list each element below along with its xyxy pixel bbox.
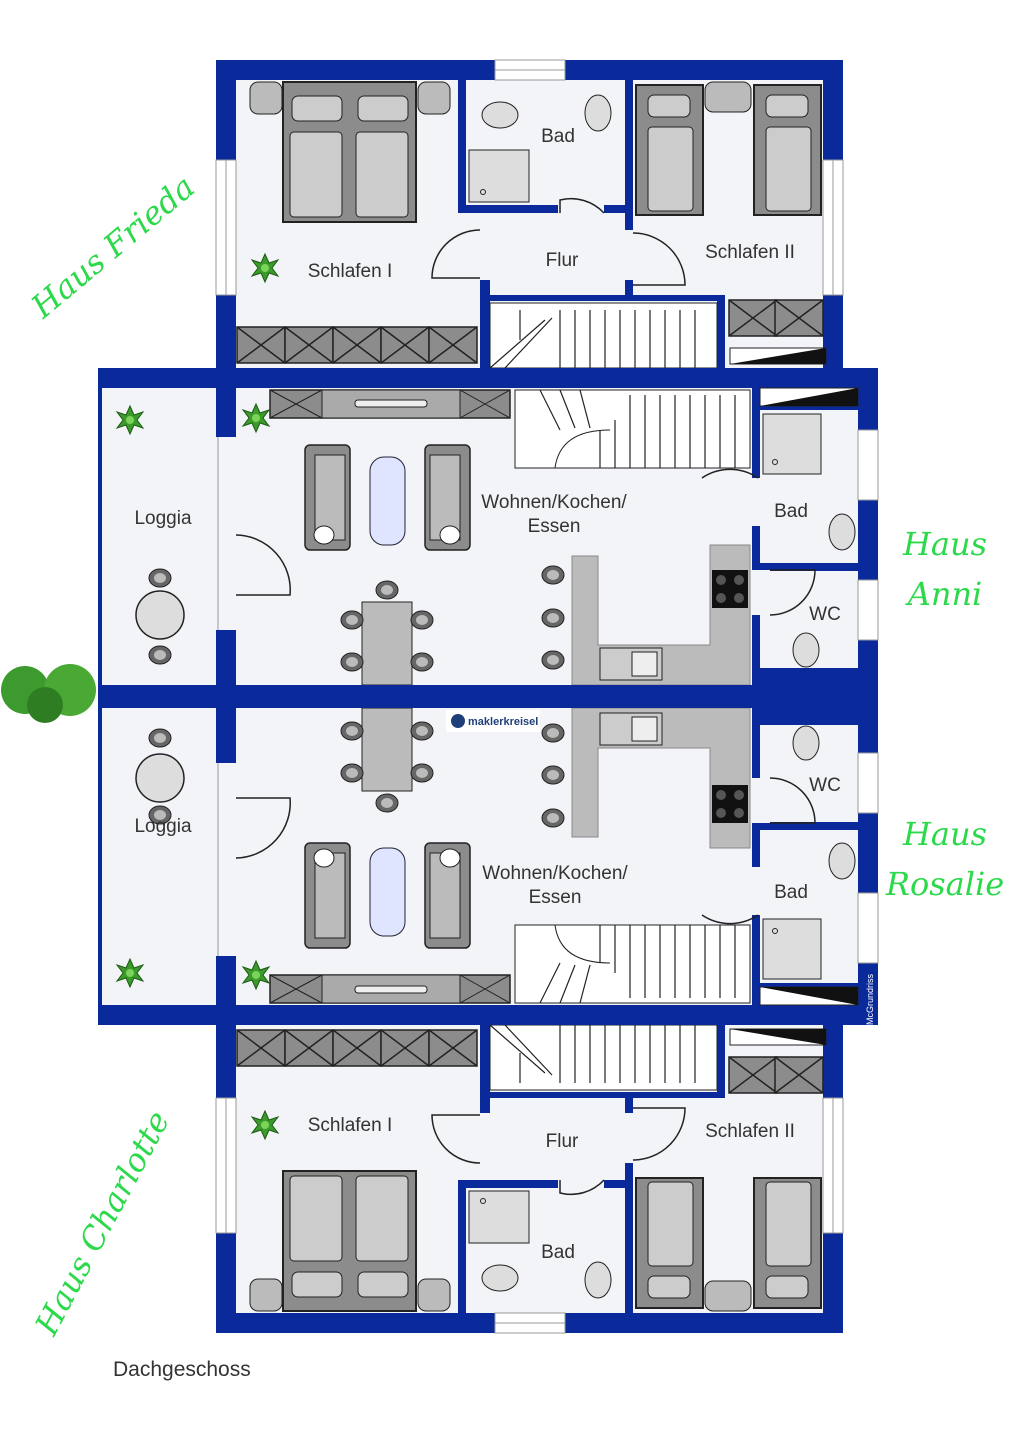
room-label: Bad <box>774 501 808 522</box>
room-label: Wohnen/Kochen/ <box>482 863 628 884</box>
hedge <box>1 664 96 723</box>
room-label: WC <box>809 604 841 625</box>
room-label: Bad <box>541 1242 575 1263</box>
floor-label: Dachgeschoss <box>113 1358 251 1381</box>
house-name-rosalie: Haus <box>902 815 987 853</box>
room-label: Essen <box>529 887 582 908</box>
room-label: Wohnen/Kochen/ <box>481 492 627 513</box>
room-label: Schlafen II <box>705 242 795 263</box>
room-label: Schlafen II <box>705 1121 795 1142</box>
room-label: Loggia <box>134 816 191 837</box>
room-label: Bad <box>541 126 575 147</box>
room-label: Loggia <box>134 508 191 529</box>
logo: maklerkreisel <box>446 710 540 732</box>
upper-units <box>98 60 878 705</box>
house-name-anni: Anni <box>905 575 983 613</box>
lower-units <box>98 688 878 1333</box>
house-name-charlotte: Haus Charlotte <box>27 1105 177 1343</box>
room-label: Essen <box>528 516 581 537</box>
house-name-rosalie: Rosalie <box>885 865 1004 903</box>
room-label: Schlafen I <box>308 1115 393 1136</box>
svg-text:maklerkreisel: maklerkreisel <box>468 716 538 728</box>
room-label: Schlafen I <box>308 261 393 282</box>
room-label: Flur <box>546 1131 579 1152</box>
room-label: WC <box>809 775 841 796</box>
room-label: Flur <box>546 250 579 271</box>
room-label: Bad <box>774 882 808 903</box>
house-name-frieda: Haus Frieda <box>23 168 202 327</box>
house-name-anni: Haus <box>902 525 987 563</box>
watermark: McGrundriss <box>865 973 875 1025</box>
